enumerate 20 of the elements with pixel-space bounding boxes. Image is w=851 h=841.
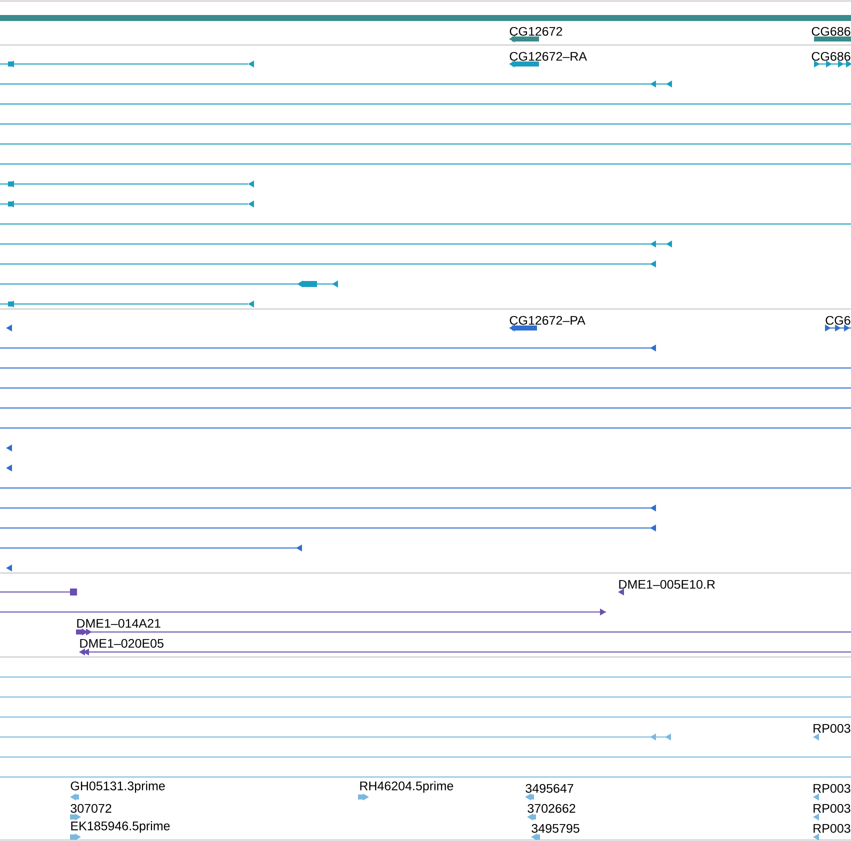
feature-label: 3702662 [528, 804, 576, 813]
feature-label: RH46204.5prime [360, 781, 454, 793]
feature-label: GH05131.3prime [70, 781, 165, 793]
feature-label: RP003 [814, 824, 850, 833]
feature-label: RP003 [814, 784, 850, 793]
feature-label: CG686 [812, 52, 850, 61]
feature-label: CG12672–RA [510, 52, 587, 61]
feature-label: 3495647 [526, 784, 574, 793]
feature-label: DME1–005E10.R [619, 580, 715, 589]
feature-label: EK185946.5prime [71, 821, 170, 833]
feature-label: RP003 [814, 724, 850, 733]
feature-label: CG686 [812, 26, 850, 36]
feature-label: DME1–020E05 [80, 638, 164, 648]
feature-label: CG12672 [510, 26, 562, 36]
feature-label: RP003 [814, 804, 850, 813]
feature-label: CG6 [826, 316, 850, 325]
feature-label: 307072 [70, 804, 112, 813]
feature-label: CG12672–PA [510, 316, 586, 325]
feature-label: DME1–014A21 [77, 618, 160, 628]
feature-label: 3495795 [532, 824, 580, 833]
